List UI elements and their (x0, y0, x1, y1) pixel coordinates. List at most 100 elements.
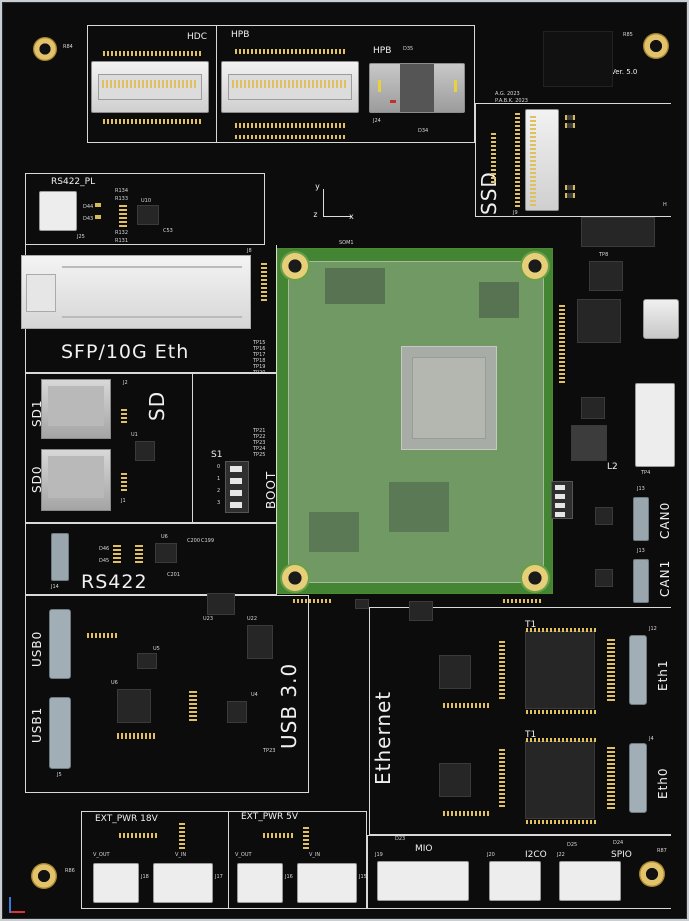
tp16: TP16 (253, 346, 266, 352)
eth1-label: Eth1 (656, 659, 670, 691)
top-smd-row-3 (103, 119, 203, 124)
sfp-label: SFP/10G Eth (61, 341, 190, 363)
ref-r87: R87 (657, 848, 667, 854)
eth1-phy (439, 655, 471, 689)
ref-t1a: T1 (525, 620, 537, 630)
ref-j8: J8 (247, 248, 252, 254)
mounting-hole-top-right (643, 33, 669, 59)
usb-title: USB 3.0 (277, 662, 301, 749)
credit-line-1: A.G. 2023 (495, 91, 520, 97)
som-chip-2 (479, 282, 519, 318)
ref-j22: J22 (557, 852, 565, 858)
ssd-connector (525, 109, 559, 211)
hpb-label-1: HPB (231, 30, 250, 40)
usb-outline (25, 595, 309, 793)
ref-j25: J25 (77, 234, 85, 240)
ref-u23: U23 (203, 616, 214, 622)
top-smd-row-4 (235, 123, 345, 128)
right-connector-white (643, 299, 679, 339)
power-18v-outline (81, 811, 229, 909)
rs422-chip-u6 (155, 543, 177, 563)
ref-j13b: J13 (637, 548, 645, 554)
ref-u1: U1 (131, 432, 138, 438)
ssd-outline (475, 103, 671, 217)
ref-c201: C201 (167, 572, 181, 578)
right-dip-switch[interactable] (551, 481, 573, 519)
version-label: Ver. 5.0 (611, 68, 638, 76)
ssd-cap-3 (565, 185, 575, 190)
mio-connector (377, 861, 469, 901)
right-chip-tp8 (589, 261, 623, 291)
mounting-hole-bottom-left (31, 863, 57, 889)
can1-connector (633, 559, 649, 603)
usb1-connector (49, 697, 71, 769)
ref-j5: J5 (57, 772, 62, 778)
ref-j24: J24 (373, 118, 381, 124)
axis-x-label: x (349, 212, 354, 221)
ref-tp23-usb: TP23 (263, 748, 276, 754)
hdc-divider (87, 25, 217, 143)
som-pcb (288, 261, 544, 583)
sd-outline (25, 373, 193, 523)
boot-switch-ref: S1 (211, 450, 223, 460)
spio-label: SPIO (611, 850, 632, 860)
tp18: TP18 (253, 358, 266, 364)
boot-dip-switch[interactable] (225, 461, 249, 513)
som-main-soc (401, 346, 497, 450)
eth1-connector (629, 635, 647, 705)
ssd-pads-2 (491, 133, 496, 183)
ext-pwr-18v-label: EXT_PWR 18V (95, 814, 158, 824)
ref-c200: C200 (187, 538, 201, 544)
hdc-connector (91, 61, 209, 113)
i2co-label: I2CO (525, 850, 547, 860)
boot-pos-2: 2 (217, 488, 221, 494)
eth-mid-chip (409, 601, 433, 621)
can1-chip (595, 569, 613, 587)
right-chip-top (581, 217, 655, 247)
ref-j9: J9 (513, 210, 518, 216)
rs422-outline (25, 523, 277, 595)
eth0-label: Eth0 (656, 767, 670, 799)
ref-r85: R85 (623, 32, 633, 38)
corner-axis-glyph (7, 897, 29, 915)
ssd-cap-4 (565, 193, 575, 198)
bottom-io-outline (367, 835, 671, 909)
top-connectors-outline (87, 25, 475, 143)
som-hole-tr (520, 251, 550, 281)
ref-u10: U10 (141, 198, 152, 204)
tp25: TP25 (253, 452, 266, 458)
ssd-pads (515, 113, 520, 207)
ref-c199: C199 (201, 538, 215, 544)
tp17: TP17 (253, 352, 266, 358)
usb-chip-u5 (137, 653, 157, 669)
ref-j13a: J13 (637, 486, 645, 492)
v-out-5v: V_OUT (235, 852, 252, 858)
power-connector-j16 (237, 863, 283, 903)
ref-j15: J15 (359, 874, 367, 880)
eth0-phy (439, 763, 471, 797)
boot-pos-1: 1 (217, 476, 221, 482)
can1-label: CAN1 (658, 559, 672, 597)
ssd-label: SSD (477, 171, 501, 215)
rs422-pl-outline (25, 173, 265, 245)
mounting-hole-top-left (33, 37, 57, 61)
ref-j4: J4 (649, 736, 654, 742)
usb-chip-main (117, 689, 151, 723)
right-chip-mid (581, 397, 605, 419)
eth0-connector (629, 743, 647, 813)
hpb-connector-1 (221, 61, 359, 113)
v-in-18v: V_IN (175, 852, 187, 858)
ref-tp8: TP8 (599, 252, 609, 258)
power-connector-j18 (93, 863, 139, 903)
usb-chip-u22 (247, 625, 273, 659)
ref-j1: J1 (121, 498, 126, 504)
som-module (277, 248, 553, 594)
rs422-connector (51, 533, 69, 581)
som-chip-4 (309, 512, 359, 552)
ref-r132: R132 (115, 230, 129, 236)
ref-j16: J16 (285, 874, 293, 880)
power-connector-j17 (153, 863, 213, 903)
ssd-h-label: H (663, 202, 667, 208)
ref-u22: U22 (247, 616, 258, 622)
